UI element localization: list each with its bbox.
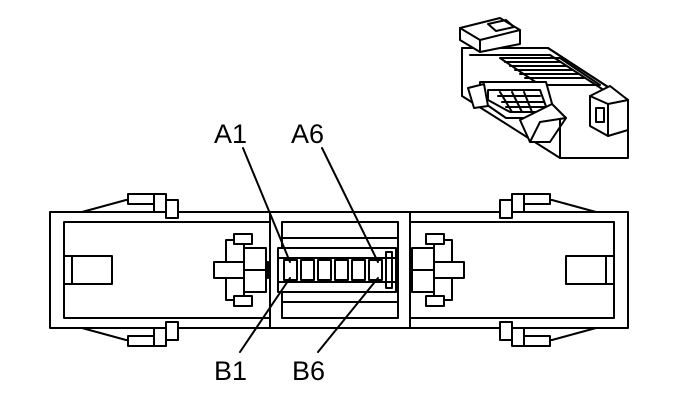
left-latch (63, 193, 179, 347)
terminal-cavities (277, 247, 397, 293)
pin-labels: A1 A6 B1 B6 (214, 119, 325, 386)
cavity-5 (351, 259, 366, 281)
cavity-2 (300, 259, 315, 281)
left-locking-tab (213, 233, 269, 307)
leader-line-b1 (239, 277, 291, 353)
leader-lines (239, 147, 379, 353)
pin-label-a6: A6 (291, 119, 324, 149)
pin-label-b1: B1 (214, 356, 247, 386)
pin-label-a1: A1 (214, 119, 247, 149)
leader-line-b6 (317, 277, 379, 353)
right-latch (499, 193, 615, 347)
connector-perspective-view (459, 17, 629, 159)
leader-line-a1 (242, 147, 291, 263)
cavity-3 (317, 259, 332, 281)
connector-housing (49, 211, 629, 329)
cavity-1 (283, 259, 298, 281)
pin-label-b6: B6 (292, 356, 325, 386)
right-locking-tab (409, 233, 465, 307)
leader-line-a6 (321, 147, 379, 263)
cavity-4 (334, 259, 349, 281)
